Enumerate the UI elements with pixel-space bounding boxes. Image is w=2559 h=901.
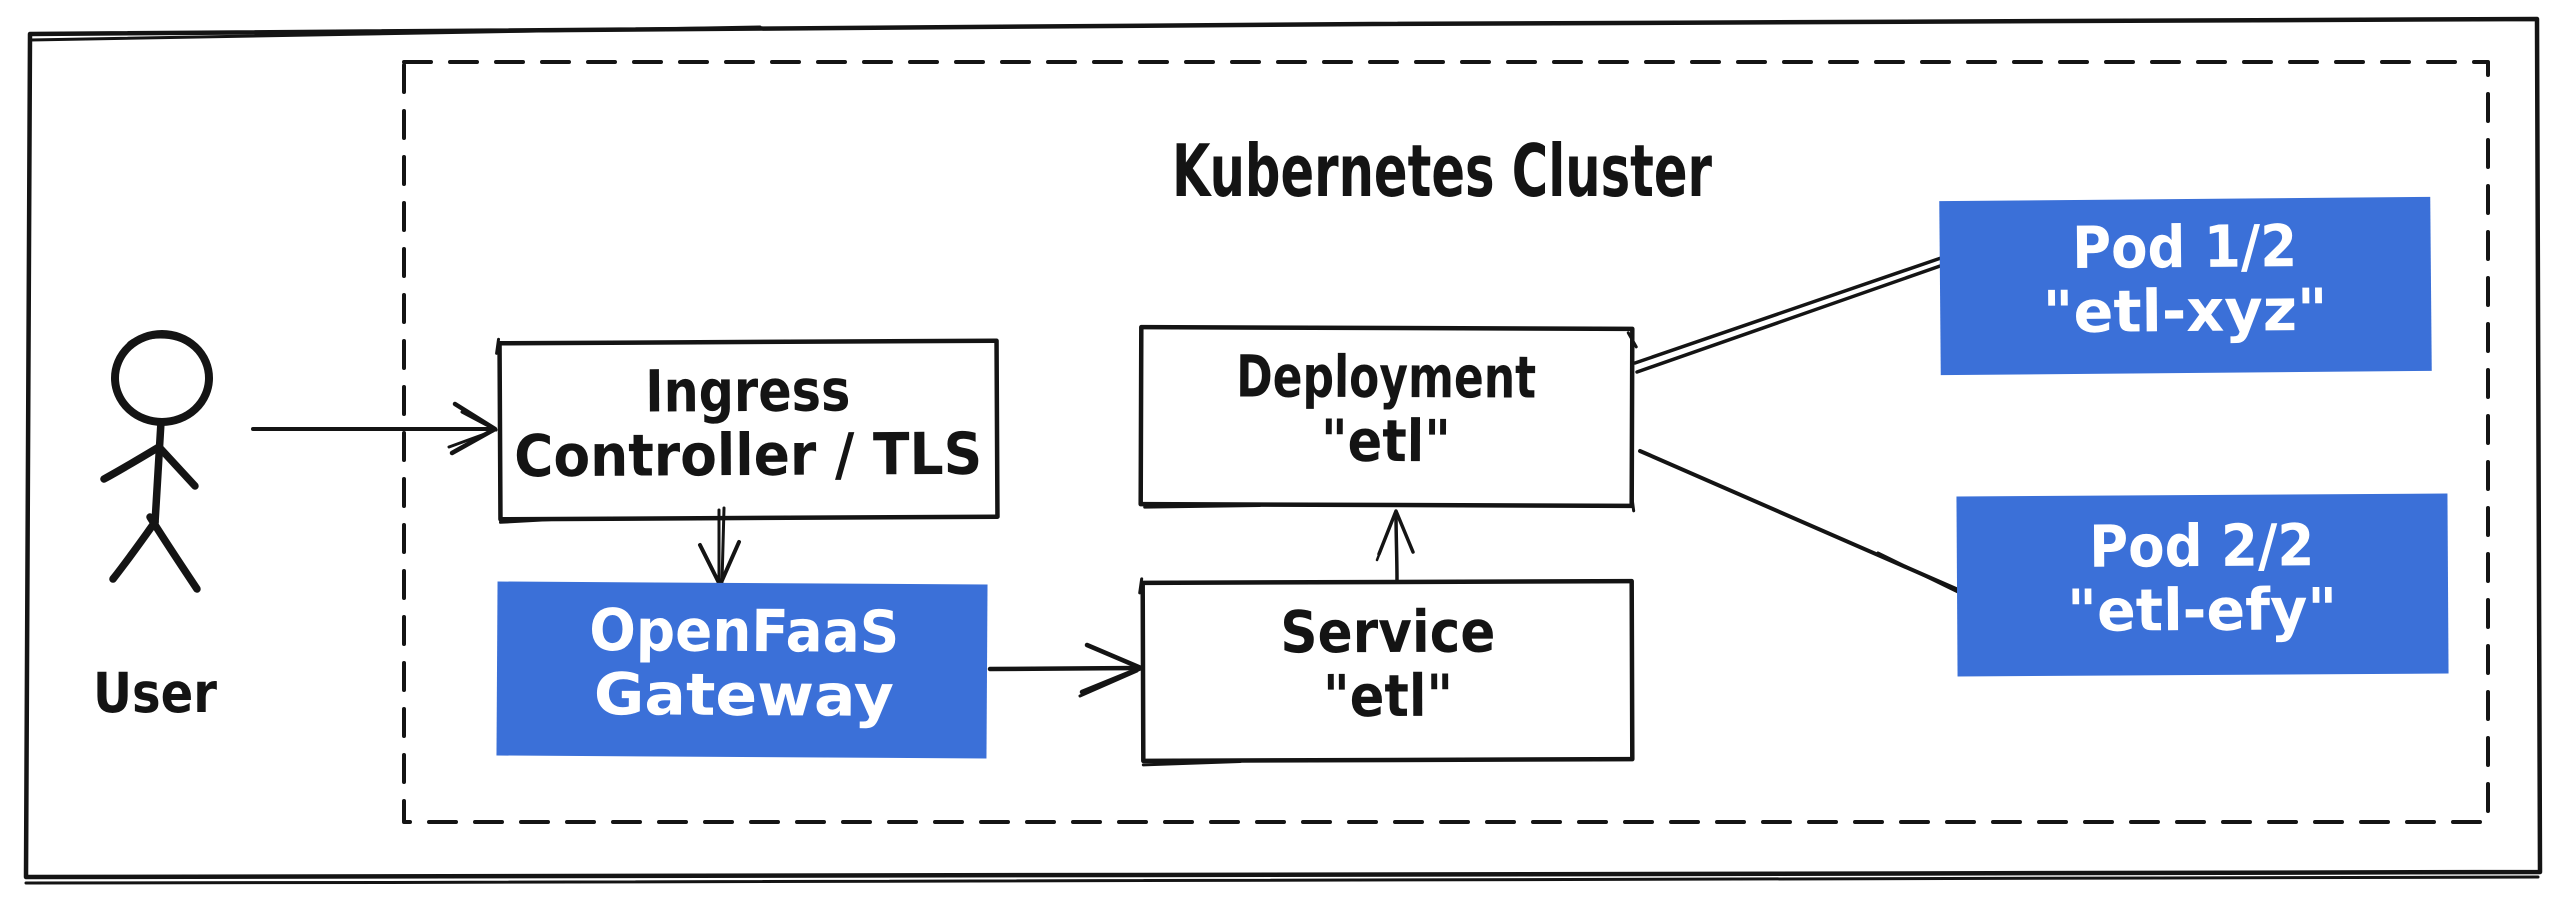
kubernetes-cluster-boundary[interactable] xyxy=(402,60,2490,824)
corner-overdraw xyxy=(1143,504,1262,509)
service-label-line1: Service xyxy=(1280,598,1495,667)
gateway-label-line1: OpenFaaS xyxy=(589,596,899,666)
corner-overdraw xyxy=(1141,760,1242,767)
service-label-line2: "etl" xyxy=(1323,662,1453,730)
corner-overdraw xyxy=(498,517,562,524)
user-head xyxy=(111,330,213,426)
node-deployment-etl[interactable]: Deployment "etl" xyxy=(1138,324,1638,513)
pod1-label-line1: Pod 1/2 xyxy=(2072,212,2298,282)
pod2-rect xyxy=(1956,493,2449,677)
corner-overdraw xyxy=(1626,331,1638,349)
node-ingress-controller[interactable]: Ingress Controller / TLS xyxy=(495,337,1000,524)
user-arm-left xyxy=(100,443,163,483)
edge-user-to-ingress xyxy=(251,401,498,456)
ingress-label-line2: Controller / TLS xyxy=(514,420,982,490)
edge-deployment-to-pod1 xyxy=(1633,256,1945,374)
outer-frame xyxy=(23,16,2543,885)
corner-overdraw xyxy=(495,337,501,355)
node-pod-1[interactable]: Pod 1/2 "etl-xyz" xyxy=(1939,196,2432,376)
node-openfaas-gateway[interactable]: OpenFaaS Gateway xyxy=(496,581,988,759)
deployment-label-line1: Deployment xyxy=(1236,342,1536,411)
user-leg-right xyxy=(146,513,201,593)
corner-overdraw xyxy=(1630,494,1636,513)
corner-overdraw xyxy=(1138,577,1144,595)
user-label: User xyxy=(93,661,217,725)
user-leg-left xyxy=(109,518,159,583)
edge-service-to-deployment xyxy=(1375,509,1415,582)
user-head-overdraw xyxy=(127,332,195,348)
pod2-label-line2: "etl-efy" xyxy=(2067,575,2337,645)
node-service-etl[interactable]: Service "etl" xyxy=(1138,577,1635,767)
pod1-rect xyxy=(1939,196,2432,376)
frame-overdraw-bottom xyxy=(24,875,2540,885)
user-body xyxy=(151,418,165,527)
pod1-label-line2: "etl-xyz" xyxy=(2042,276,2328,346)
user-arm-right xyxy=(155,443,199,490)
gateway-label-line2: Gateway xyxy=(594,660,894,730)
pod2-label-line1: Pod 2/2 xyxy=(2089,511,2314,580)
edge-deployment-to-pod2 xyxy=(1638,449,1960,594)
ingress-label-line1: Ingress xyxy=(645,356,850,425)
user-figure[interactable] xyxy=(100,330,213,593)
cluster-title: Kubernetes Cluster xyxy=(1172,129,1712,213)
frame-overdraw-top xyxy=(28,25,762,42)
node-pod-2[interactable]: Pod 2/2 "etl-efy" xyxy=(1956,493,2449,677)
edge-gateway-to-service xyxy=(987,642,1144,698)
deployment-label-line2: "etl" xyxy=(1321,407,1451,475)
gateway-rect xyxy=(496,581,988,759)
